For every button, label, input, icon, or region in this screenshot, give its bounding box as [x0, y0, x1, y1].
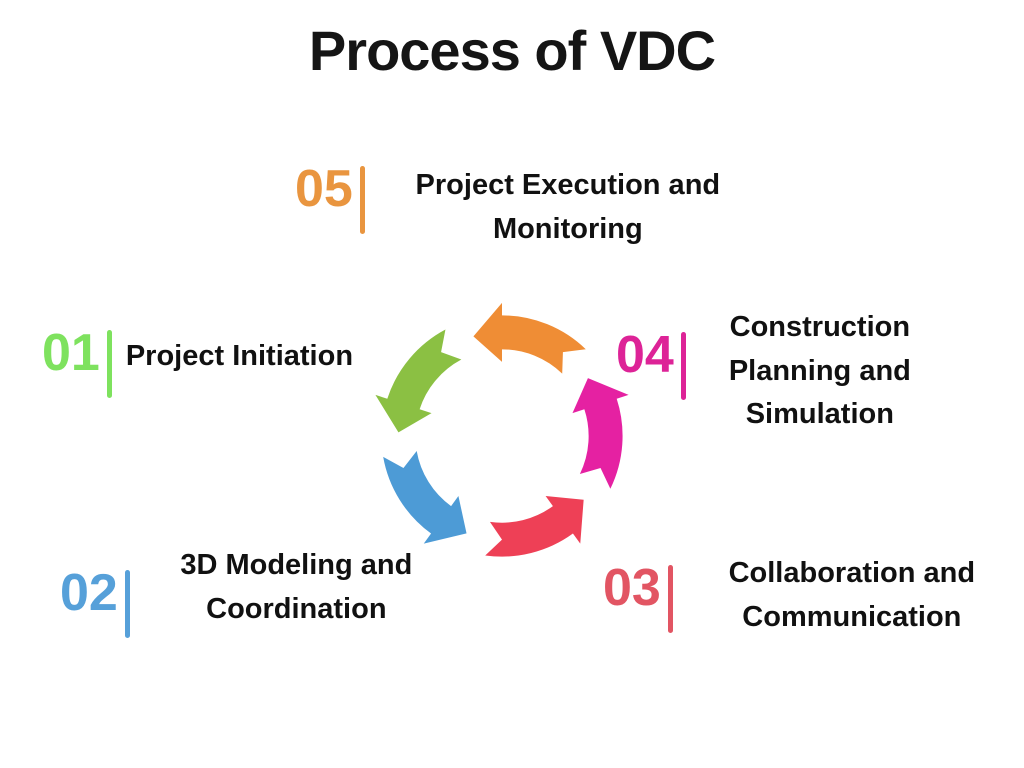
red-arrow-icon: [485, 495, 584, 557]
step-label: 3D Modeling and Coordination: [180, 549, 413, 625]
step-number-group: 04: [616, 328, 686, 400]
step-divider-bar: [359, 166, 365, 234]
pink-arrow-icon: [572, 378, 629, 489]
step-divider-bar: [124, 570, 130, 638]
step-label: Project Execution and Monitoring: [415, 169, 721, 245]
step-number: 04: [616, 326, 674, 384]
step-project-execution: 05 Project Execution and Monitoring: [295, 162, 757, 251]
step-number-group: 01: [42, 326, 112, 398]
blue-arrow-icon: [383, 451, 467, 544]
step-number-group: 02: [60, 566, 130, 638]
step-construction-planning: 04 Construction Planning and Simulation: [616, 306, 940, 437]
step-number: 03: [603, 559, 661, 617]
step-collaboration: 03 Collaboration and Communication: [603, 552, 1017, 639]
step-label: Collaboration and Communication: [728, 557, 976, 633]
green-arrow-icon: [375, 329, 462, 433]
step-3d-modeling: 02 3D Modeling and Coordination: [60, 544, 449, 638]
orange-arrow-icon: [473, 302, 586, 374]
step-label: Construction Planning and Simulation: [728, 311, 911, 430]
step-number: 02: [60, 564, 118, 622]
step-number: 01: [42, 324, 100, 382]
step-project-initiation: 01 Project Initiation: [42, 326, 353, 398]
step-number-group: 03: [603, 561, 673, 633]
step-divider-bar: [680, 332, 686, 400]
page-title: Process of VDC: [308, 19, 716, 82]
step-divider-bar: [106, 330, 112, 398]
step-number-group: 05: [295, 162, 365, 234]
step-divider-bar: [667, 565, 673, 633]
step-number: 05: [295, 160, 353, 218]
step-label: Project Initiation: [125, 340, 354, 372]
cycle-diagram: [375, 302, 629, 557]
